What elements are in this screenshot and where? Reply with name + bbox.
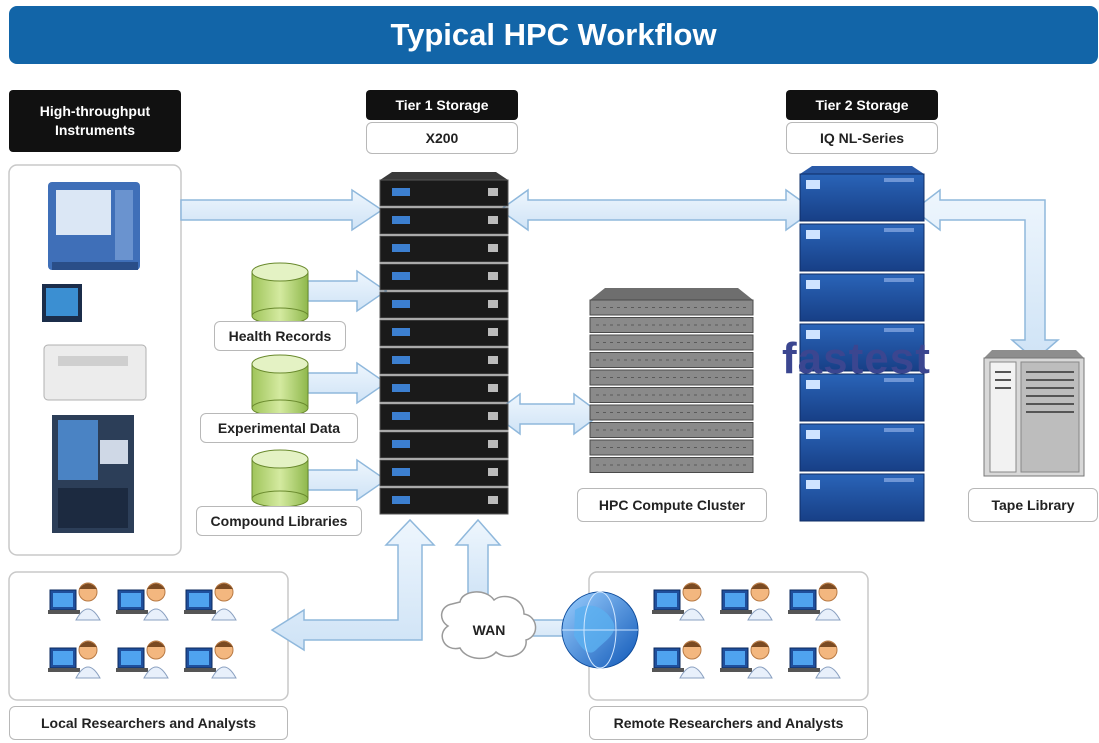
tier2-storage-label: Tier 2 Storage xyxy=(786,90,938,120)
wan-cloud-icon xyxy=(440,591,537,660)
researcher-icon xyxy=(184,640,237,679)
researcher-icon xyxy=(788,582,841,621)
tier1-model-label: X200 xyxy=(366,122,518,154)
sequencer-instrument-image xyxy=(48,182,140,270)
experimental-data-database-icon xyxy=(251,354,309,417)
researcher-icon xyxy=(48,640,101,679)
lab-robot-instrument-image xyxy=(52,415,134,533)
compound-libraries-label: Compound Libraries xyxy=(196,506,362,536)
arrow-local-to-tier1 xyxy=(270,518,436,652)
hpc-cluster-node xyxy=(589,457,754,473)
researcher-icon xyxy=(48,582,101,621)
page-title: Typical HPC Workflow xyxy=(9,6,1098,64)
watermark-text: fastest xyxy=(782,334,931,383)
tier1-storage-unit xyxy=(379,319,509,347)
researcher-icon xyxy=(652,582,705,621)
health-records-label: Health Records xyxy=(214,321,346,351)
experimental-data-label: Experimental Data xyxy=(200,413,358,443)
hpc-cluster-node xyxy=(589,387,754,403)
hpc-cluster-node xyxy=(589,299,754,316)
researcher-icon xyxy=(720,582,773,621)
hpc-cluster-node xyxy=(589,422,754,438)
local-researchers-group xyxy=(48,582,237,679)
instruments-label: High-throughput Instruments xyxy=(9,90,181,152)
arrow-experimental-to-tier1 xyxy=(307,361,388,405)
arrow-compound-to-tier1 xyxy=(307,458,388,502)
researcher-icon xyxy=(184,582,237,621)
hpc-cluster-node xyxy=(589,352,754,368)
remote-researchers-group xyxy=(652,582,841,679)
tier2-storage-rack xyxy=(799,166,925,522)
tier1-storage-rack xyxy=(379,172,509,515)
health-records-database-icon xyxy=(251,262,309,325)
wan-label: WAN xyxy=(472,622,506,638)
globe-icon xyxy=(561,591,639,669)
arrow-tier1-cluster xyxy=(491,392,603,436)
hpc-cluster-node xyxy=(589,317,754,333)
compound-libraries-database-icon xyxy=(251,449,309,508)
researcher-icon xyxy=(720,640,773,679)
workstation-instrument-image xyxy=(42,284,147,401)
researcher-icon xyxy=(116,582,169,621)
tape-library-icon xyxy=(983,350,1085,477)
tier2-storage-unit xyxy=(799,373,925,422)
hpc-cluster-node xyxy=(589,439,754,456)
tape-library-label: Tape Library xyxy=(968,488,1098,522)
data-flow-arrows xyxy=(180,188,1061,652)
arrow-instruments-to-tier1 xyxy=(180,188,384,232)
hpc-cluster-node xyxy=(589,334,754,351)
hpc-cluster-node xyxy=(589,404,754,421)
researcher-icon xyxy=(652,640,705,679)
arrow-wan-to-tier1 xyxy=(454,518,502,601)
tier1-storage-label: Tier 1 Storage xyxy=(366,90,518,120)
hpc-cluster-label: HPC Compute Cluster xyxy=(577,488,767,522)
researcher-icon xyxy=(788,640,841,679)
tier2-model-label: IQ NL-Series xyxy=(786,122,938,154)
arrow-tier1-tier2 xyxy=(498,188,816,232)
hpc-cluster-rack xyxy=(589,288,754,473)
arrow-tier2-tape xyxy=(912,188,1061,361)
hpc-cluster-node xyxy=(589,369,754,386)
researcher-icon xyxy=(116,640,169,679)
arrow-health-to-tier1 xyxy=(307,269,388,313)
local-researchers-label: Local Researchers and Analysts xyxy=(9,706,288,740)
tier1-storage-unit xyxy=(379,235,509,263)
remote-researchers-label: Remote Researchers and Analysts xyxy=(589,706,868,740)
